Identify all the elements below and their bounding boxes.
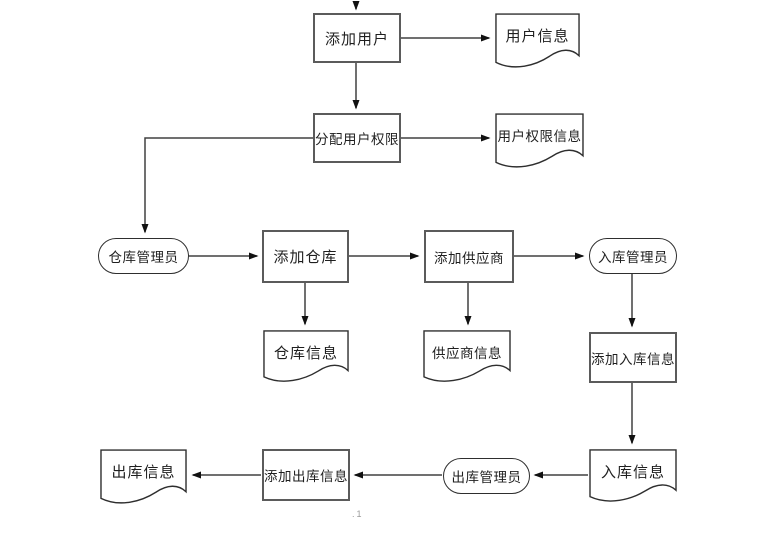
node-add-supplier: 添加供应商: [424, 230, 514, 283]
node-inbound-admin: 入库管理员: [589, 238, 677, 274]
document-shape-icon: [100, 449, 187, 508]
node-assign-permissions-label: 分配用户权限: [315, 132, 399, 147]
node-inbound-admin-label: 入库管理员: [598, 250, 668, 265]
node-add-outbound-info-label: 添加出库信息: [264, 469, 348, 484]
document-shape-icon: [495, 113, 584, 172]
node-add-user-label: 添加用户: [324, 31, 389, 48]
document-shape-icon: [495, 13, 580, 72]
node-inbound-info: 入库信息: [589, 449, 677, 506]
node-user-permission-info-label: 用户权限信息: [497, 129, 582, 144]
node-warehouse-admin: 仓库管理员: [98, 238, 189, 274]
page-artifact-text: .1: [352, 509, 364, 519]
node-user-permission-info: 用户权限信息: [495, 113, 584, 172]
node-assign-permissions: 分配用户权限: [313, 113, 401, 163]
node-outbound-admin-label: 出库管理员: [451, 470, 522, 485]
node-inbound-info-label: 入库信息: [600, 465, 665, 481]
node-warehouse-info: 仓库信息: [263, 330, 349, 386]
node-user-info-label: 用户信息: [505, 29, 570, 45]
document-shape-icon: [589, 449, 677, 506]
node-add-inbound-info: 添加入库信息: [589, 332, 677, 383]
node-add-supplier-label: 添加供应商: [434, 250, 504, 266]
node-supplier-info: 供应商信息: [423, 330, 511, 386]
node-add-warehouse-label: 添加仓库: [273, 250, 338, 266]
node-add-warehouse: 添加仓库: [262, 230, 349, 283]
node-outbound-info-label: 出库信息: [111, 465, 176, 481]
node-warehouse-admin-label: 仓库管理员: [108, 250, 179, 265]
node-outbound-admin: 出库管理员: [443, 458, 530, 494]
node-user-info: 用户信息: [495, 13, 580, 72]
node-add-outbound-info: 添加出库信息: [262, 449, 350, 501]
node-add-user: 添加用户: [313, 13, 401, 63]
node-warehouse-info-label: 仓库信息: [273, 346, 338, 362]
node-supplier-info-label: 供应商信息: [432, 346, 502, 361]
document-shape-icon: [423, 330, 511, 386]
document-shape-icon: [263, 330, 349, 386]
node-outbound-info: 出库信息: [100, 449, 187, 508]
node-add-inbound-info-label: 添加入库信息: [591, 351, 675, 367]
